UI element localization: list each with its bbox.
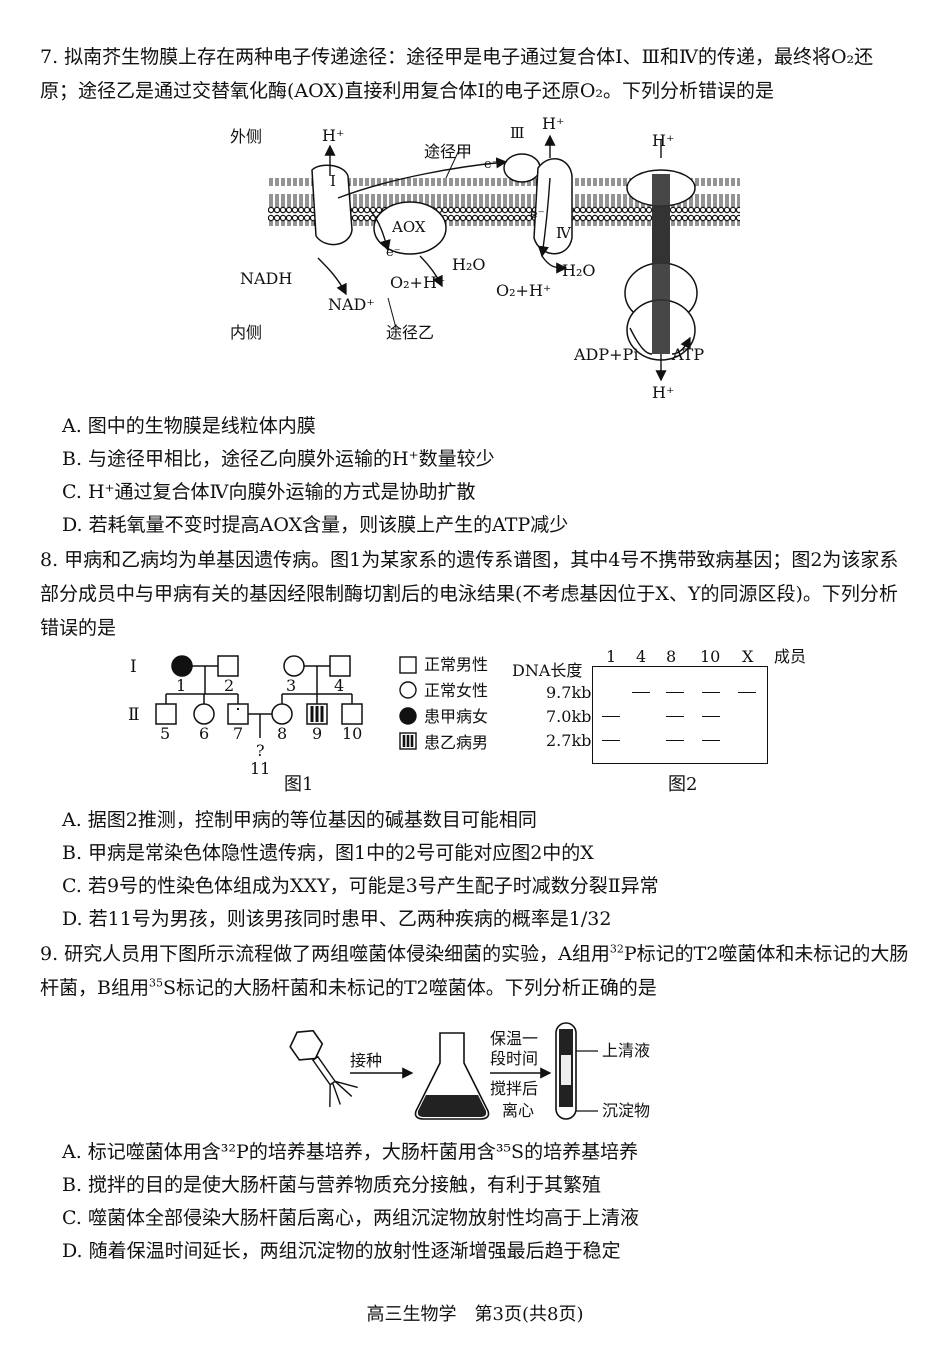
individual-number: 2 xyxy=(224,676,235,695)
individual-number: 6 xyxy=(199,724,210,743)
gel-lane-label: 1 xyxy=(606,647,617,666)
q9-option-b: B. 搅拌的目的是使大肠杆菌与营养物质充分接触，有利于其繁殖 xyxy=(62,1174,602,1196)
h-plus-label: H⁺ xyxy=(652,383,675,402)
membrane-diagram xyxy=(268,134,740,382)
legend-disease-a-female: 患甲病女 xyxy=(424,707,489,726)
complex-4-label: Ⅳ xyxy=(556,224,571,242)
adp-pi-label: ADP+Pi xyxy=(574,345,639,364)
generation-2-label: Ⅱ xyxy=(128,705,140,725)
gel-size-label: 2.7kb xyxy=(546,731,592,750)
precipitate-label: 沉淀物 xyxy=(602,1101,651,1120)
page-footer: 高三生物学 第3页(共8页) xyxy=(366,1304,584,1325)
stir-label: 离心 xyxy=(502,1101,535,1120)
gel-lane-label: X xyxy=(742,647,754,666)
gel-band xyxy=(702,716,720,717)
q9-option-a: A. 标记噬菌体用含³²P的培养基培养，大肠杆菌用含³⁵S的培养基培养 xyxy=(62,1141,639,1163)
gel-size-label: 7.0kb xyxy=(546,707,592,726)
q8-option-b: B. 甲病是常染色体隐性遗传病，图1中的2号可能对应图2中的X xyxy=(62,842,594,864)
individual-number: 9 xyxy=(312,724,323,743)
atp-label: ATP xyxy=(672,345,705,364)
nad-label: NAD⁺ xyxy=(328,295,375,314)
electron-label: e⁻ xyxy=(386,245,401,260)
h-plus-label: H⁺ xyxy=(322,126,345,145)
gel-band xyxy=(738,692,756,693)
gel-band xyxy=(602,716,620,717)
inside-label: 内侧 xyxy=(230,323,263,342)
gel-lane-label: 8 xyxy=(666,647,677,666)
h2o-label: H₂O xyxy=(452,255,486,274)
incubate-label: 段时间 xyxy=(490,1049,539,1068)
q7-option-c: C. H⁺通过复合体Ⅳ向膜外运输的方式是协助扩散 xyxy=(62,481,476,503)
electron-label: e⁻ xyxy=(530,207,545,222)
individual-number: 4 xyxy=(334,676,345,695)
q9-option-d: D. 随着保温时间延长，两组沉淀物的放射性逐渐增强最后趋于稳定 xyxy=(62,1240,621,1262)
gel-lane-label: 10 xyxy=(700,647,721,666)
q9-stem: 9. 研究人员用下图所示流程做了两组噬菌体侵染细菌的实验，A组用32P标记的T2… xyxy=(40,942,909,999)
pedigree-legend-icons xyxy=(399,656,417,750)
gel-lane-label: 4 xyxy=(636,647,647,666)
figure-2-caption: 图2 xyxy=(668,774,698,795)
individual-number: 7 xyxy=(233,724,244,743)
pedigree-chart xyxy=(155,655,363,738)
q7-option-d: D. 若耗氧量不变时提高AOX含量，则该膜上产生的ATP减少 xyxy=(62,514,569,536)
figure-1-caption: 图1 xyxy=(284,774,314,795)
gel-band xyxy=(666,692,684,693)
gel-frame xyxy=(592,666,768,764)
gel-band xyxy=(602,740,620,741)
individual-number: 1 xyxy=(176,676,187,695)
q8-option-d: D. 若11号为男孩，则该男孩同时患甲、乙两种疾病的概率是1/32 xyxy=(62,908,612,930)
individual-number: 8 xyxy=(277,724,288,743)
generation-1-label: I xyxy=(130,657,137,677)
legend-normal-male: 正常男性 xyxy=(424,655,489,674)
electron-label: e⁻ xyxy=(484,157,499,172)
path-b-label: 途径乙 xyxy=(386,323,435,342)
h-plus-label: H⁺ xyxy=(652,131,675,150)
aox-label: AOX xyxy=(392,218,426,236)
outside-label: 外侧 xyxy=(230,127,263,146)
q8-option-c: C. 若9号的性染色体组成为XXY，可能是3号产生配子时减数分裂Ⅱ异常 xyxy=(62,875,659,897)
o2-h-label: O₂+H⁺ xyxy=(496,281,552,300)
complex-3-label: Ⅲ xyxy=(510,124,525,142)
q8-option-a: A. 据图2推测，控制甲病的等位基因的碱基数目可能相同 xyxy=(62,809,537,831)
gel-band xyxy=(632,692,650,693)
q8-stem: 8. 甲病和乙病均为单基因遗传病。图1为某家系的遗传系谱图，其中4号不携带致病基… xyxy=(40,549,899,639)
complex-1-label: I xyxy=(330,172,336,190)
gel-band xyxy=(666,740,684,741)
experiment-flow-diagram xyxy=(289,1022,598,1120)
question-mark: ? xyxy=(256,741,265,760)
stir-label: 搅拌后 xyxy=(490,1079,539,1098)
legend-normal-female: 正常女性 xyxy=(424,681,489,700)
o2-h-label: O₂+H⁺ xyxy=(390,273,446,292)
gel-band xyxy=(666,716,684,717)
inoculate-label: 接种 xyxy=(350,1051,383,1070)
legend-disease-b-male: 患乙病男 xyxy=(424,733,489,752)
individual-number: 11 xyxy=(250,759,271,778)
gel-y-label: DNA长度 xyxy=(512,661,583,680)
q9-option-c: C. 噬菌体全部侵染大肠杆菌后离心，两组沉淀物放射性均高于上清液 xyxy=(62,1207,639,1229)
path-a-label: 途径甲 xyxy=(424,142,473,161)
h-plus-label: H⁺ xyxy=(542,114,565,133)
incubate-label: 保温一 xyxy=(490,1029,539,1048)
gel-members-label: 成员 xyxy=(774,647,807,666)
individual-number: 3 xyxy=(286,676,297,695)
q7-stem: 7. 拟南芥生物膜上存在两种电子传递途径：途径甲是电子通过复合体Ⅰ、Ⅲ和Ⅳ的传递… xyxy=(40,46,874,102)
individual-number: 10 xyxy=(342,724,363,743)
q7-option-b: B. 与途径甲相比，途径乙向膜外运输的H⁺数量较少 xyxy=(62,448,495,470)
gel-band xyxy=(702,740,720,741)
gel-size-label: 9.7kb xyxy=(546,683,592,702)
nadh-label: NADH xyxy=(240,269,293,288)
h2o-label: H₂O xyxy=(562,261,596,280)
individual-number: 5 xyxy=(160,724,171,743)
q7-option-a: A. 图中的生物膜是线粒体内膜 xyxy=(62,415,316,437)
gel-band xyxy=(702,692,720,693)
supernatant-label: 上清液 xyxy=(602,1041,651,1060)
